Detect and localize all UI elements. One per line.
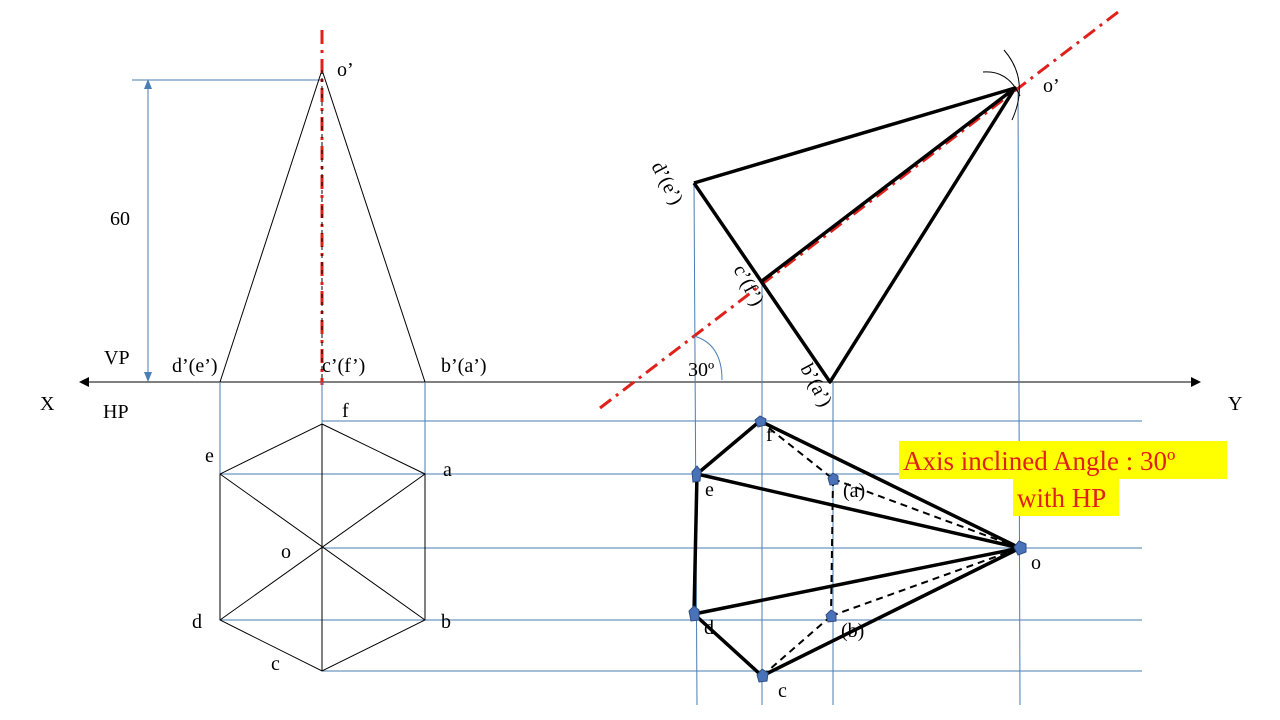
height-dimension-label: 60 bbox=[110, 208, 130, 230]
tilted-top-view-outline bbox=[692, 419, 1022, 678]
top-label-f: f bbox=[342, 400, 349, 422]
apex-label-right: o’ bbox=[1043, 75, 1060, 97]
hp-label: HP bbox=[103, 401, 129, 423]
note-line-2: with HP bbox=[1017, 483, 1106, 513]
hidden-edge-f-a bbox=[759, 420, 834, 480]
point-marker-d bbox=[688, 605, 700, 622]
base-label-c: c’(f’) bbox=[322, 355, 365, 377]
point-marker-e bbox=[691, 465, 702, 483]
point-marker-f bbox=[754, 415, 767, 428]
hidden-edge-b-c bbox=[761, 615, 832, 677]
point-marker-o bbox=[1013, 540, 1027, 556]
top-label-e: e bbox=[205, 445, 214, 467]
note-highlight-line1 bbox=[899, 441, 1227, 479]
plan-label-f: f bbox=[766, 424, 773, 446]
apex-arc-lower bbox=[1003, 49, 1020, 121]
projector-right-o bbox=[1017, 87, 1021, 706]
apex-arc-upper bbox=[982, 71, 1021, 97]
note-highlight-line2 bbox=[1013, 479, 1119, 516]
point-marker-a bbox=[827, 472, 839, 486]
rot-label-d: d’(e’) bbox=[647, 158, 688, 209]
tilted-front-edge-c bbox=[760, 86, 1017, 283]
point-marker-c bbox=[756, 668, 769, 683]
plan-label-a: (a) bbox=[843, 480, 865, 502]
hidden-edge-a-o bbox=[832, 478, 1021, 549]
angle-label: 30º bbox=[688, 359, 714, 381]
hidden-edge-a-b bbox=[830, 478, 834, 617]
plan-label-b: (b) bbox=[841, 620, 864, 642]
note-line-1: Axis inclined Angle : 30º bbox=[903, 446, 1175, 476]
top-label-o: o bbox=[281, 541, 291, 563]
top-label-c: c bbox=[271, 653, 280, 675]
angle-arc bbox=[693, 335, 723, 381]
tilted-top-edge-e bbox=[696, 472, 1021, 550]
base-label-b: b’(a’) bbox=[441, 355, 487, 377]
top-label-b: b bbox=[441, 611, 451, 633]
tilted-top-edge-d bbox=[693, 546, 1021, 616]
x-axis-label: X bbox=[40, 393, 55, 415]
rot-label-b: b’(a’) bbox=[796, 360, 837, 411]
point-marker-b bbox=[825, 609, 837, 623]
tilted-front-view bbox=[692, 86, 1017, 384]
projector-right-d bbox=[693, 182, 698, 706]
plan-label-c: c bbox=[778, 680, 787, 702]
base-label-d: d’(e’) bbox=[172, 355, 218, 377]
inclined-axis-line bbox=[599, 10, 1119, 410]
top-label-d: d bbox=[192, 611, 202, 633]
vp-label: VP bbox=[104, 347, 130, 369]
hidden-edge-b-o bbox=[830, 547, 1021, 617]
plan-label-o: o bbox=[1031, 552, 1041, 574]
top-label-a: a bbox=[443, 459, 452, 481]
apex-label-left: o’ bbox=[337, 59, 354, 81]
plan-label-d: d bbox=[704, 617, 714, 639]
y-axis-label: Y bbox=[1228, 393, 1242, 415]
plan-label-e: e bbox=[705, 479, 714, 501]
